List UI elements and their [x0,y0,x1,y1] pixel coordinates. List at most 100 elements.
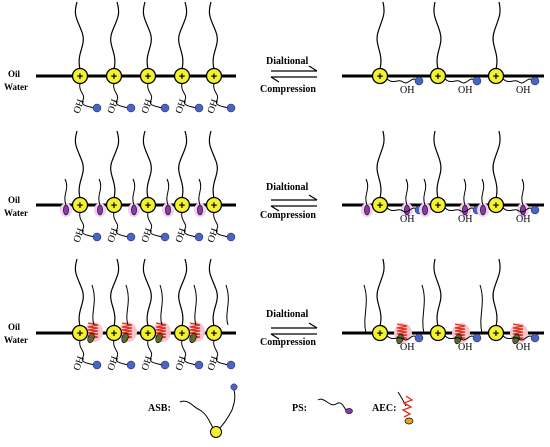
asb-right-row-1-2-ball [472,76,482,86]
oil-label-row-3: Oil [8,322,21,332]
asb-right-row-3-3-ball [530,333,540,343]
legend-asb-chain [217,389,236,431]
asb-right-row-3-2-head [429,324,447,342]
asb-left-row-1-2-tail [110,1,120,70]
ps-left-row-2-5-tail [198,178,202,206]
plus-sign: + [493,200,499,212]
asb-left-row-2-5-tail [208,130,218,199]
aec-left-row-3-5-tail [225,284,229,326]
asb-left-row-2-3-chain [147,211,163,238]
asb-left-row-2-3-tail [142,130,152,199]
asb-right-row-2-2-tail [433,130,442,199]
aec-left-row-3-3-body [155,332,163,344]
plus-sign: + [179,200,185,212]
equilibrium-arrow-row-2-top-head [308,194,318,201]
asb-left-row-3-1-tail [74,258,84,327]
asb-right-row-2-3-tail [492,130,501,199]
equilibrium-arrow-row-2-bottom-head [270,205,280,212]
asb-left-row-3-2-tail [110,258,120,327]
aec-left-row-3-1-tail [91,284,95,326]
dilational-label-row-3: Dialtional [266,309,309,320]
asb-left-row-3-4-chain [181,339,197,366]
asb-left-row-2-3-ball [160,232,170,242]
asb-right-row-2-2-chain [444,207,475,213]
ps-right-row-2-3a-tail [481,178,485,206]
plus-sign: + [111,71,117,83]
asb-right-row-3-3-oh: OH [516,342,531,353]
plus-sign: + [179,328,185,340]
plus-sign: + [211,200,217,212]
asb-left-row-1-5-chain [213,82,229,109]
asb-right-row-3-3-tail [492,258,501,327]
asb-right-row-1-3-tail [492,1,501,70]
asb-right-row-3-2-oh: OH [458,342,473,353]
plus-sign: + [145,71,151,83]
plus-sign: + [435,200,441,212]
aec-left-row-3-1-body [87,332,95,344]
ps-left-row-2-5-head [197,204,203,216]
equilibrium-arrow-row-3-bottom-head [270,333,280,340]
asb-right-row-2-2-head [429,196,447,214]
asb-right-row-1-3-chain [502,78,533,84]
asb-left-row-2-1-chain [79,211,95,238]
asb-right-row-3-3-chain [502,335,533,341]
ps-left-row-2-3-head [131,204,137,216]
asb-right-row-2-1-oh: OH [400,214,415,225]
aec-left-row-3-3-tail [159,284,163,326]
legend-asb-head [210,426,222,438]
equilibrium-arrow-row-1-bottom-head [270,76,280,83]
asb-right-row-2-2-oh: OH [458,214,473,225]
plus-sign: + [377,71,383,83]
aec-right-row-3-3-tail [479,284,483,334]
asb-right-row-2-1-chain [386,207,417,213]
asb-left-row-2-1-ball [92,232,102,242]
asb-left-row-1-4-ball [194,103,204,113]
asb-right-row-1-1-oh: OH [400,85,415,96]
plus-sign: + [493,71,499,83]
asb-left-row-1-1-tail [74,1,84,70]
aec-right-row-3-2-tail [421,284,425,334]
asb-left-row-3-3-chain [147,339,163,366]
compression-label-row-1: Compression [260,84,316,95]
aec-left-row-3-2-tail [125,284,129,326]
asb-right-row-3-2-ball [472,333,482,343]
asb-right-row-2-3-oh: OH [516,214,531,225]
dilational-label-row-2: Dialtional [266,182,309,193]
asb-left-row-3-2-chain [113,339,129,366]
asb-right-row-2-3-chain [502,207,533,213]
plus-sign: + [145,200,151,212]
asb-left-row-2-4-ball [194,232,204,242]
plus-sign: + [77,200,83,212]
asb-right-row-3-2-chain [444,335,475,341]
asb-left-row-1-2-ball [126,103,136,113]
asb-right-row-3-2-tail [433,258,442,327]
ps-right-row-2-2a-head [422,204,428,216]
plus-sign: + [77,328,83,340]
ps-right-row-2-3a-head [480,204,486,216]
asb-left-row-2-1-tail [74,130,84,199]
compression-label-row-2: Compression [260,210,316,221]
asb-right-row-2-1-head [371,196,389,214]
asb-right-row-2-3-head [487,196,505,214]
asb-right-row-1-3-oh: OH [516,85,531,96]
legend-asb-tail [179,400,215,431]
asb-left-row-2-2-tail [110,130,120,199]
asb-left-row-2-2-chain [113,211,129,238]
asb-left-row-1-1-chain [79,82,95,109]
asb-left-row-1-5-ball [226,103,236,113]
equilibrium-arrow-row-1-top-head [308,65,318,72]
plus-sign: + [211,328,217,340]
legend-ps-label: PS: [292,403,307,414]
legend-asb-ball [230,383,238,391]
ps-right-row-2-2a-tail [423,178,427,206]
asb-right-row-2-3-ball [530,205,540,215]
plus-sign: + [211,71,217,83]
asb-left-row-3-5-ball [226,360,236,370]
asb-right-row-3-1-ball [414,333,424,343]
oil-label-row-2: Oil [8,195,21,205]
asb-right-row-3-1-chain [386,335,417,341]
aec-right-row-3-1-tail [363,284,367,334]
asb-left-row-2-2-ball [126,232,136,242]
asb-right-row-1-3-head [487,67,505,85]
